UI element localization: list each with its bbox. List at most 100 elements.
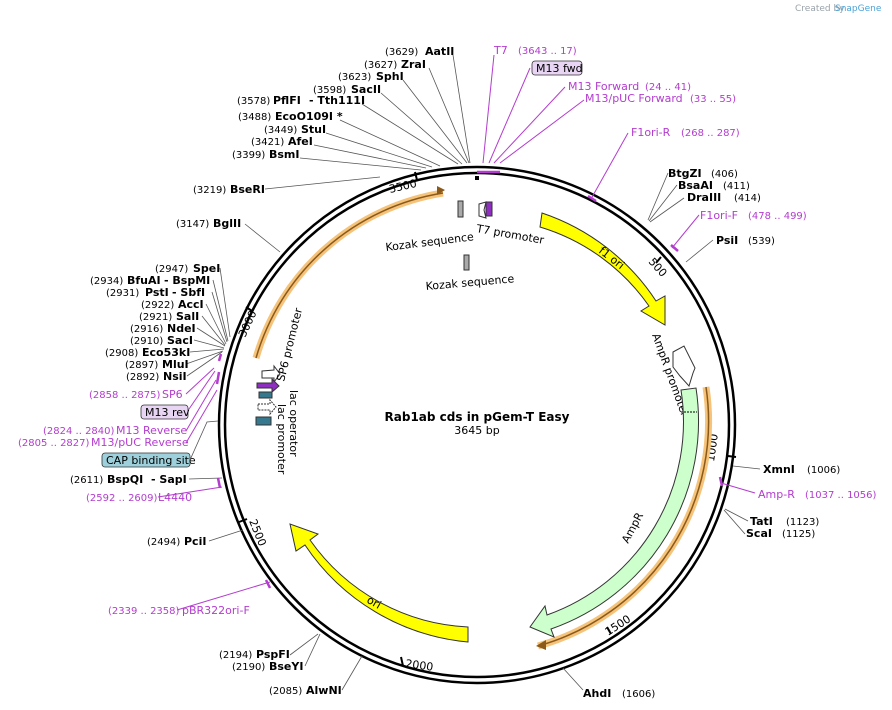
site-psti[interactable]: (2931)PstI- SbfI bbox=[106, 286, 205, 299]
cap-site-box[interactable] bbox=[255, 416, 272, 426]
svg-text:M13 rev: M13 rev bbox=[145, 406, 190, 419]
site-bspqi[interactable]: (2611)BspQI- SapI bbox=[70, 473, 187, 486]
svg-text:(2931): (2931) bbox=[106, 288, 139, 299]
site-aatii[interactable]: (3629)AatII bbox=[385, 45, 454, 58]
backbone-outer-ring bbox=[217, 165, 737, 685]
primer-m13-fwd-box[interactable]: M13 fwd bbox=[531, 60, 583, 76]
site-bseyi[interactable]: (2190)BseYI bbox=[232, 660, 303, 673]
svg-text:F1ori-R: F1ori-R bbox=[631, 126, 671, 139]
svg-text:(3219): (3219) bbox=[193, 185, 226, 196]
svg-text:M13 Forward: M13 Forward bbox=[568, 80, 639, 93]
svg-text:ScaI: ScaI bbox=[746, 527, 772, 540]
ori-arrow[interactable] bbox=[289, 523, 469, 643]
svg-text:(3399): (3399) bbox=[232, 150, 265, 161]
site-stui[interactable]: (3449)StuI bbox=[264, 123, 326, 136]
svg-text:PstI: PstI bbox=[145, 286, 169, 299]
svg-text:(539): (539) bbox=[748, 236, 775, 247]
site-sphi[interactable]: (3623)SphI bbox=[338, 70, 404, 83]
svg-text:PflFI: PflFI bbox=[273, 94, 301, 107]
svg-text:AccI: AccI bbox=[178, 298, 204, 311]
svg-text:(2592 .. 2609): (2592 .. 2609) bbox=[86, 493, 158, 504]
site-btgzi[interactable]: BtgZI(406) bbox=[668, 167, 738, 180]
svg-text:M13/pUC Forward: M13/pUC Forward bbox=[585, 92, 683, 105]
site-tati[interactable]: TatI(1123) bbox=[750, 515, 819, 528]
kozak-label-1: Kozak sequence bbox=[385, 230, 475, 254]
site-pcii[interactable]: (2494)PciI bbox=[147, 535, 206, 548]
svg-text:BsmI: BsmI bbox=[269, 148, 300, 161]
primer-amp-r[interactable]: Amp-R(1037 .. 1056) bbox=[758, 488, 877, 501]
site-draiii[interactable]: DraIII(414) bbox=[687, 191, 761, 204]
site-sali[interactable]: (2921)SalI bbox=[139, 310, 199, 323]
svg-text:AhdI: AhdI bbox=[583, 687, 611, 700]
svg-text:PspFI: PspFI bbox=[256, 648, 290, 661]
cap-binding-site-label[interactable]: CAP binding site bbox=[101, 452, 196, 468]
site-bsmi[interactable]: (3399) BsmI bbox=[232, 148, 300, 161]
primer-m13-puc-forward[interactable]: M13/pUC Forward(33 .. 55) bbox=[585, 92, 736, 105]
primer-f1ori-f[interactable]: F1ori-F(478 .. 499) bbox=[700, 209, 807, 222]
primer-f1ori-r[interactable]: F1ori-R(268 .. 287) bbox=[631, 126, 740, 139]
site-eco53ki[interactable]: (2908)Eco53kI bbox=[105, 346, 190, 359]
svg-text:BtgZI: BtgZI bbox=[668, 167, 702, 180]
svg-text:SP6: SP6 bbox=[162, 388, 183, 401]
kozak-box-2[interactable] bbox=[463, 254, 470, 271]
site-mlui[interactable]: (2897)MluI bbox=[125, 358, 189, 371]
svg-text:Eco53kI: Eco53kI bbox=[142, 346, 190, 359]
ampr-arrow[interactable] bbox=[529, 387, 700, 638]
site-ndei[interactable]: (2916)NdeI bbox=[130, 322, 196, 335]
primer-l4440[interactable]: (2592 .. 2609)L4440 bbox=[86, 491, 192, 504]
t7-promoter-arrow[interactable] bbox=[478, 201, 487, 219]
primer-m13-rev-box[interactable]: M13 rev bbox=[140, 404, 190, 420]
svg-text:(2910): (2910) bbox=[130, 336, 163, 347]
site-ecoo109i[interactable]: (3488)EcoO109I * bbox=[238, 110, 343, 123]
lac-promoter-label: lac promoter bbox=[275, 404, 288, 475]
site-psii[interactable]: PsiI(539) bbox=[716, 234, 775, 247]
svg-text:(1006): (1006) bbox=[807, 465, 840, 476]
primer-sp6[interactable]: (2858 .. 2875)SP6 bbox=[89, 388, 183, 401]
site-saci[interactable]: (2910)SacI bbox=[130, 334, 193, 347]
t7-primer-box[interactable] bbox=[485, 201, 493, 217]
svg-text:- BspMI: - BspMI bbox=[164, 274, 210, 287]
svg-text:(2892): (2892) bbox=[126, 372, 159, 383]
site-bglii[interactable]: (3147)BglII bbox=[176, 217, 241, 230]
site-afei[interactable]: (3421)AfeI bbox=[251, 135, 313, 148]
site-scai[interactable]: ScaI(1125) bbox=[746, 527, 815, 540]
site-nsii[interactable]: (2892)NsiI bbox=[126, 370, 187, 383]
site-zrai[interactable]: (3627)ZraI bbox=[364, 58, 426, 71]
sp6-promoter-arrow[interactable] bbox=[261, 364, 281, 384]
site-spei[interactable]: (2947)SpeI bbox=[155, 262, 220, 275]
sp6-primer-arrow[interactable] bbox=[256, 377, 280, 394]
site-pspfi[interactable]: (2194)PspFI bbox=[219, 648, 290, 661]
site-bseri[interactable]: (3219)BseRI bbox=[193, 183, 265, 196]
svg-text:SphI: SphI bbox=[376, 70, 404, 83]
primer-pbr322ori-f[interactable]: (2339 .. 2358)pBR322ori-F bbox=[108, 604, 250, 617]
svg-text:(414): (414) bbox=[734, 193, 761, 204]
primer-m13-forward[interactable]: M13 Forward(24 .. 41) bbox=[568, 80, 691, 93]
site-alwni[interactable]: (2085)AlwNI bbox=[269, 684, 342, 697]
tick-3500: 3500 bbox=[388, 171, 418, 196]
site-xmni[interactable]: XmnI(1006) bbox=[763, 463, 840, 476]
site-acci[interactable]: (2922)AccI bbox=[141, 298, 204, 311]
site-bsaai[interactable]: BsaAI(411) bbox=[678, 179, 750, 192]
lac-promoter-arrow[interactable] bbox=[257, 398, 277, 416]
f1-ori-arrow[interactable] bbox=[539, 212, 666, 326]
site-sacii[interactable]: (3598)SacII bbox=[313, 83, 381, 96]
primer-t7[interactable]: T7(3643 .. 17) bbox=[493, 44, 577, 57]
svg-text:(3449): (3449) bbox=[264, 125, 297, 136]
svg-text:L4440: L4440 bbox=[158, 491, 192, 504]
primer-m13-reverse[interactable]: (2824 .. 2840)M13 Reverse bbox=[43, 424, 187, 437]
lac-operator-box[interactable] bbox=[258, 391, 273, 399]
svg-text:CAP binding site: CAP binding site bbox=[106, 454, 196, 467]
kozak-box-1[interactable] bbox=[457, 200, 464, 218]
svg-text:M13 fwd: M13 fwd bbox=[536, 62, 583, 75]
primer-m13-puc-reverse[interactable]: (2805 .. 2827)M13/pUC Reverse bbox=[18, 436, 189, 449]
sp6-promoter-label: SP6 promoter bbox=[274, 306, 305, 383]
site-ahdi[interactable]: AhdI(1606) bbox=[583, 687, 655, 700]
site-bfuai[interactable]: (2934)BfuAI- BspMI bbox=[90, 274, 210, 287]
svg-text:F1ori-F: F1ori-F bbox=[700, 209, 738, 222]
ampr-promoter-arrow[interactable] bbox=[672, 345, 696, 387]
cap-leader-line bbox=[189, 420, 219, 461]
plasmid-name: Rab1ab cds in pGem-T Easy bbox=[385, 410, 570, 424]
svg-text:M13/pUC Reverse: M13/pUC Reverse bbox=[91, 436, 189, 449]
site-pflfi[interactable]: (3578)PflFI- Tth111I bbox=[237, 94, 365, 107]
